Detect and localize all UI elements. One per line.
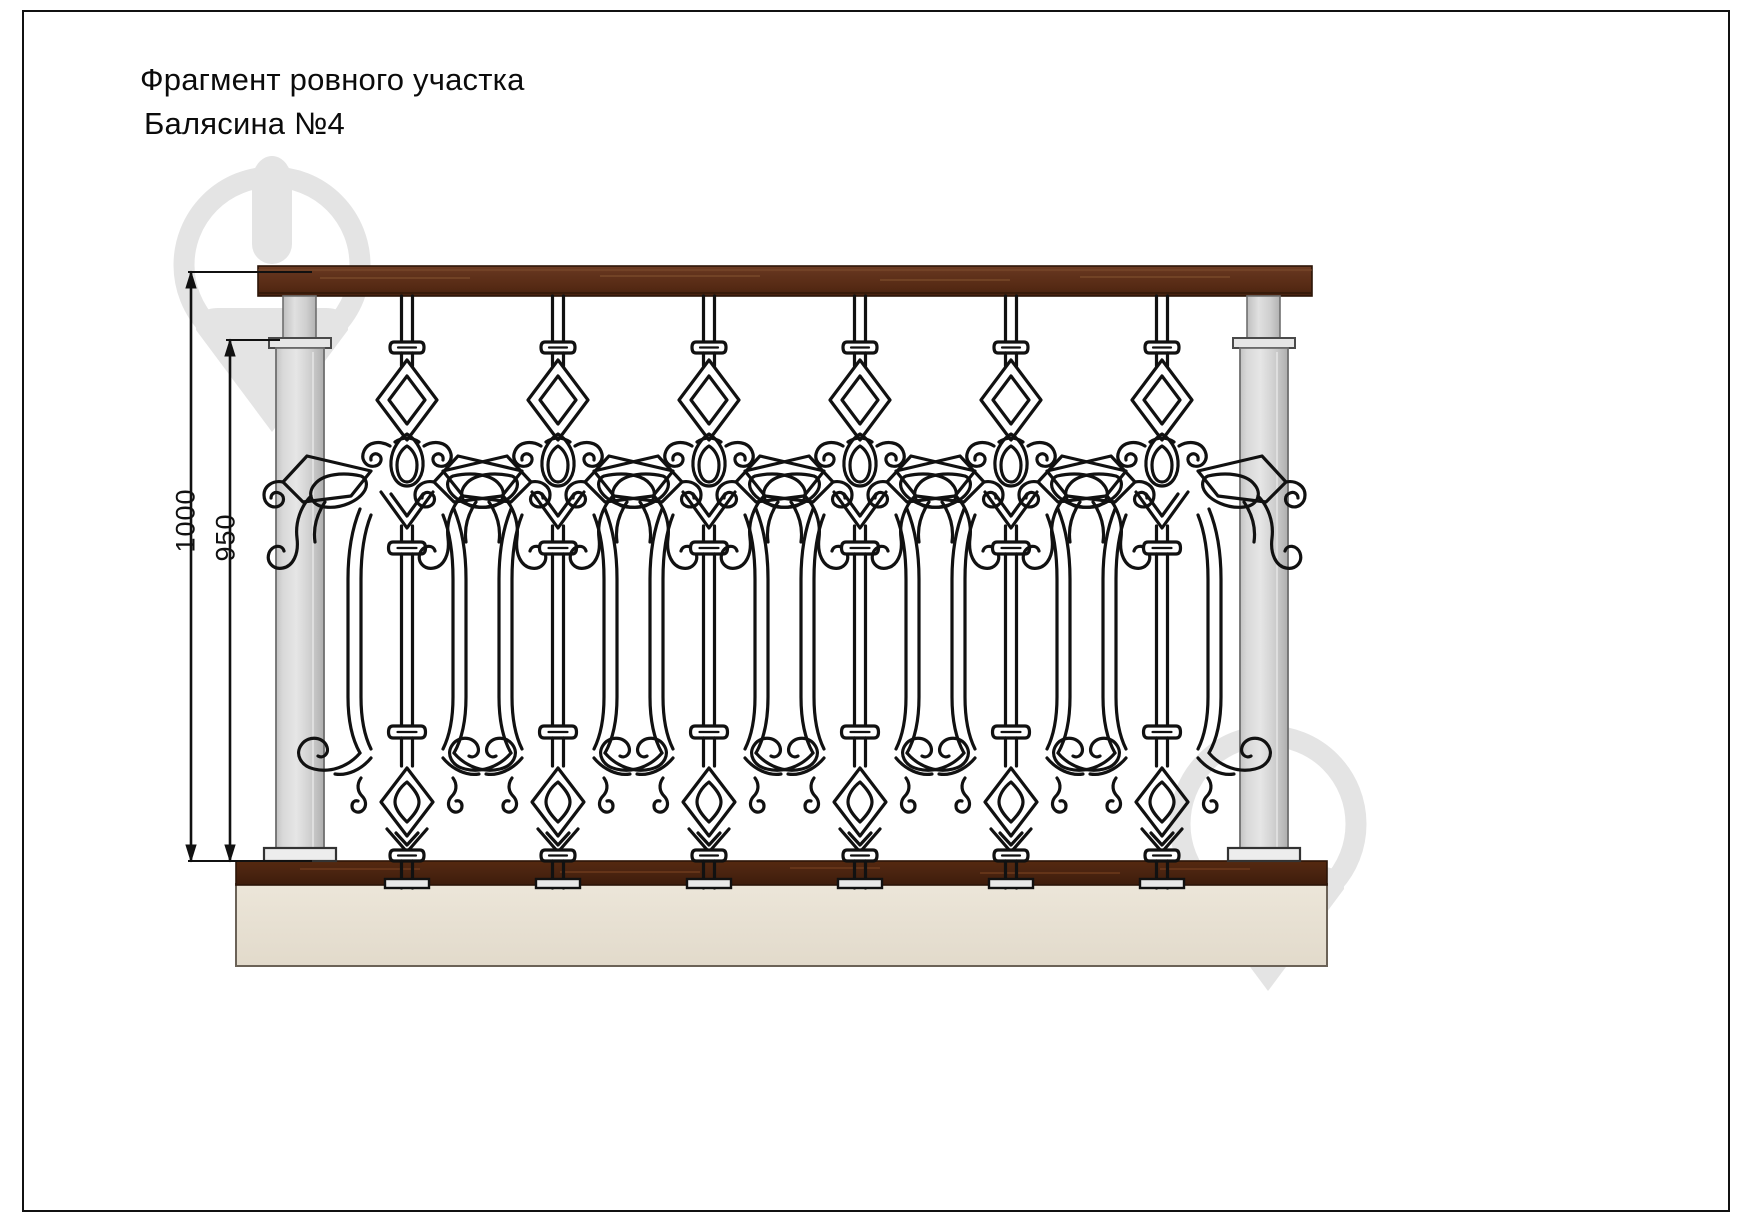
post-right (1226, 295, 1302, 863)
title-block: Фрагмент ровного участка Балясина №4 (140, 58, 1040, 146)
post-left (262, 295, 338, 863)
foundation-slab (235, 883, 1328, 967)
page-subtitle: Балясина №4 (144, 106, 345, 142)
dimension-label-railing-height: 950 (210, 513, 241, 562)
handrail (257, 265, 1313, 297)
baluster-row (262, 294, 1307, 890)
page-title: Фрагмент ровного участка (140, 62, 525, 97)
dimension-label-overall-height: 1000 (170, 488, 201, 553)
dimension-lines (185, 270, 312, 863)
